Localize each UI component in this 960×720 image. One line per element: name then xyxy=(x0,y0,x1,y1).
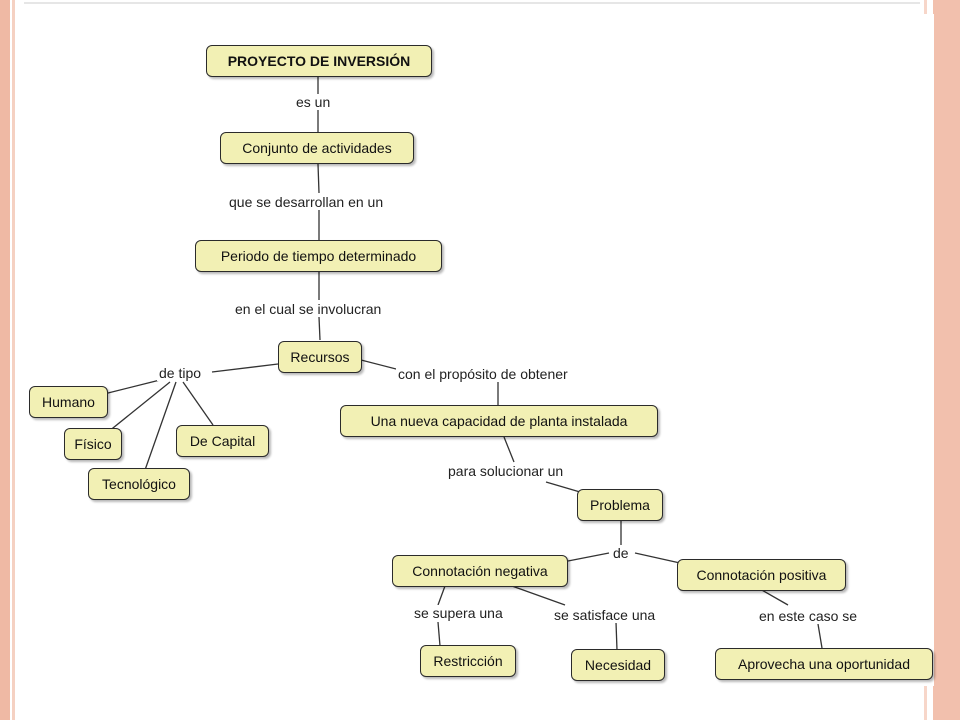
connector xyxy=(107,381,171,433)
link-en-el-cual: en el cual se involucran xyxy=(233,301,384,317)
left-decorative-line xyxy=(12,0,15,720)
node-tecnologico: Tecnológico xyxy=(88,468,190,500)
node-connotacion-negativa: Connotación negativa xyxy=(392,555,568,587)
connector xyxy=(503,436,515,463)
connector xyxy=(634,552,681,564)
connector xyxy=(182,381,214,426)
node-aprovecha-oportunidad: Aprovecha una oportunidad xyxy=(715,648,933,680)
node-humano: Humano xyxy=(29,386,108,418)
link-que-se-desarrollan: que se desarrollan en un xyxy=(227,194,386,210)
left-decorative-bar xyxy=(0,0,10,720)
connector xyxy=(437,621,441,647)
link-se-satisface: se satisface una xyxy=(552,607,658,623)
right-decorative-bar xyxy=(933,0,960,720)
node-conjunto-de-actividades: Conjunto de actividades xyxy=(220,132,414,164)
link-con-el-proposito: con el propósito de obtener xyxy=(396,366,570,382)
connector xyxy=(318,316,321,341)
connector xyxy=(317,163,320,194)
connector xyxy=(211,363,279,373)
node-nueva-capacidad: Una nueva capacidad de planta instalada xyxy=(340,405,658,437)
connector xyxy=(360,359,401,371)
connector xyxy=(144,381,177,471)
node-proyecto-de-inversion: PROYECTO DE INVERSIÓN xyxy=(206,45,432,77)
node-restriccion: Restricción xyxy=(420,645,516,677)
connector xyxy=(103,379,161,395)
link-en-este-caso: en este caso se xyxy=(757,608,860,624)
connector xyxy=(437,585,446,606)
connector xyxy=(511,585,566,606)
node-connotacion-positiva: Connotación positiva xyxy=(677,559,846,591)
connector xyxy=(615,621,618,651)
node-periodo-de-tiempo: Periodo de tiempo determinado xyxy=(195,240,442,272)
connector xyxy=(567,552,610,562)
link-es-un: es un xyxy=(294,94,333,110)
slide-top-divider xyxy=(24,2,920,4)
node-fisico: Físico xyxy=(64,428,122,460)
link-de-tipo: de tipo xyxy=(157,365,204,381)
link-para-solucionar: para solucionar un xyxy=(446,463,566,479)
node-de-capital: De Capital xyxy=(176,425,269,457)
node-necesidad: Necesidad xyxy=(571,649,665,681)
link-se-supera: se supera una xyxy=(412,605,505,621)
connector xyxy=(817,623,823,649)
node-recursos: Recursos xyxy=(278,341,362,373)
node-problema: Problema xyxy=(577,489,663,521)
connector xyxy=(759,588,789,606)
connector xyxy=(545,481,581,493)
link-de: de xyxy=(611,545,631,561)
